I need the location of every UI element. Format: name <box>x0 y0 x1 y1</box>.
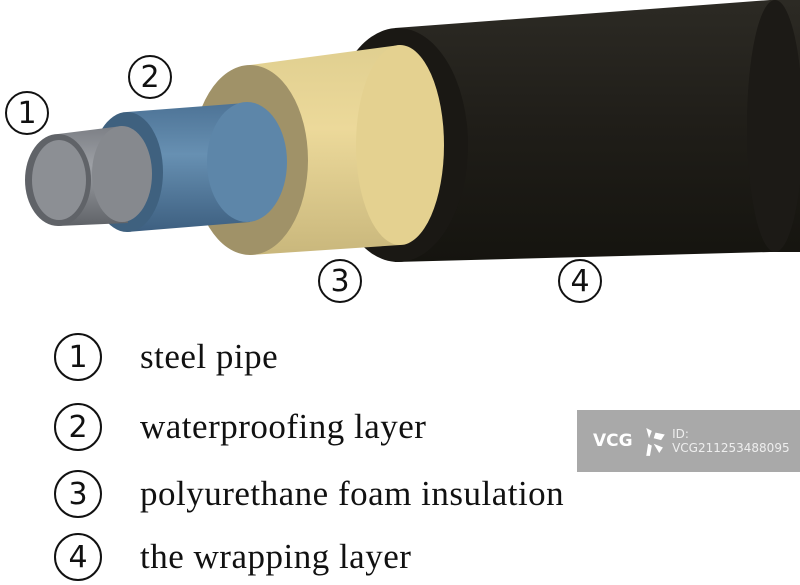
watermark-id: ID: VCG211253488095 <box>672 427 790 455</box>
legend-label: steel pipe <box>140 337 279 376</box>
legend-item: 2 waterproofing layer <box>54 403 426 451</box>
pipe-cross-section-illustration <box>25 0 800 262</box>
watermark-logo: VCG <box>593 431 633 451</box>
legend-item: 4 the wrapping layer <box>54 533 411 581</box>
vcg-logo-icon <box>645 428 665 456</box>
legend-item: 3 polyurethane foam insulation <box>54 470 564 518</box>
callout-1: 1 <box>5 91 49 135</box>
callout-2: 2 <box>128 55 172 99</box>
legend-number: 1 <box>54 333 102 381</box>
legend-number: 4 <box>54 533 102 581</box>
steel-pipe-cylinder <box>25 126 152 226</box>
callout-4: 4 <box>558 259 602 303</box>
legend-label: waterproofing layer <box>140 407 427 446</box>
legend-number: 2 <box>54 403 102 451</box>
callout-3: 3 <box>318 259 362 303</box>
legend-label: the wrapping layer <box>140 537 412 576</box>
watermark: VCG ID: VCG211253488095 <box>577 410 800 472</box>
legend-number: 3 <box>54 470 102 518</box>
legend-item: 1 steel pipe <box>54 333 278 381</box>
legend-label: polyurethane foam insulation <box>140 474 565 513</box>
